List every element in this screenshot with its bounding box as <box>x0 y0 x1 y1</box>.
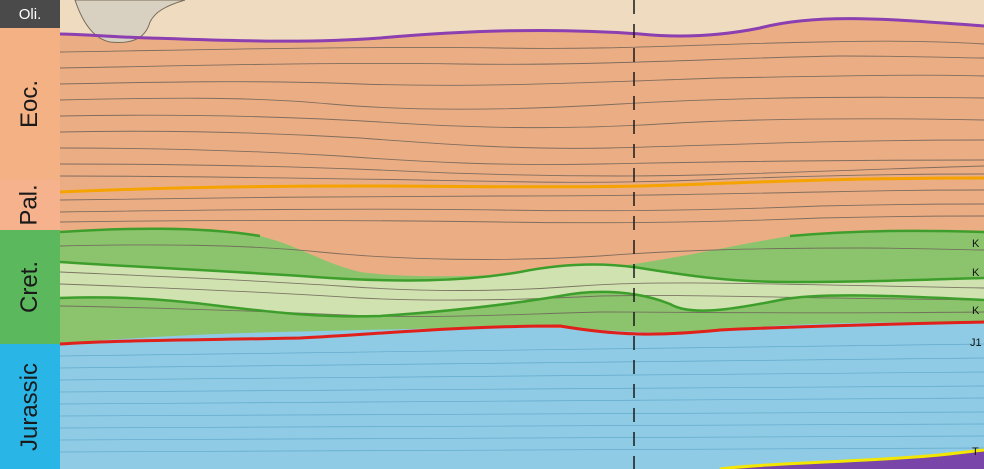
edge-label-k2: K <box>972 267 980 279</box>
period-pal-label: Pal. <box>0 180 60 230</box>
period-eoc-label: Eoc. <box>0 28 60 180</box>
edge-label-k1: K <box>972 238 980 250</box>
green-horizon-upper-right <box>789 229 984 238</box>
edge-label-k3: K <box>972 305 980 317</box>
green-horizon-upper-left <box>59 227 261 238</box>
green-horizon-lower <box>59 290 984 318</box>
purple-horizon <box>59 17 984 43</box>
reflector-lines <box>59 40 984 317</box>
edge-label-j1: J1 <box>970 337 982 349</box>
oligocene-layer <box>60 0 984 42</box>
period-oli-label: Oli. <box>0 0 60 28</box>
orange-horizon <box>59 176 984 194</box>
jurassic-layer <box>60 322 984 469</box>
period-cret-label: Cret. <box>0 230 60 344</box>
edge-label-t1: T <box>972 446 979 458</box>
yellow-horizon <box>719 448 984 469</box>
period-jurassic-label: Jurassic <box>0 344 60 469</box>
red-horizon <box>59 320 984 346</box>
green-horizon-middle <box>59 260 984 284</box>
